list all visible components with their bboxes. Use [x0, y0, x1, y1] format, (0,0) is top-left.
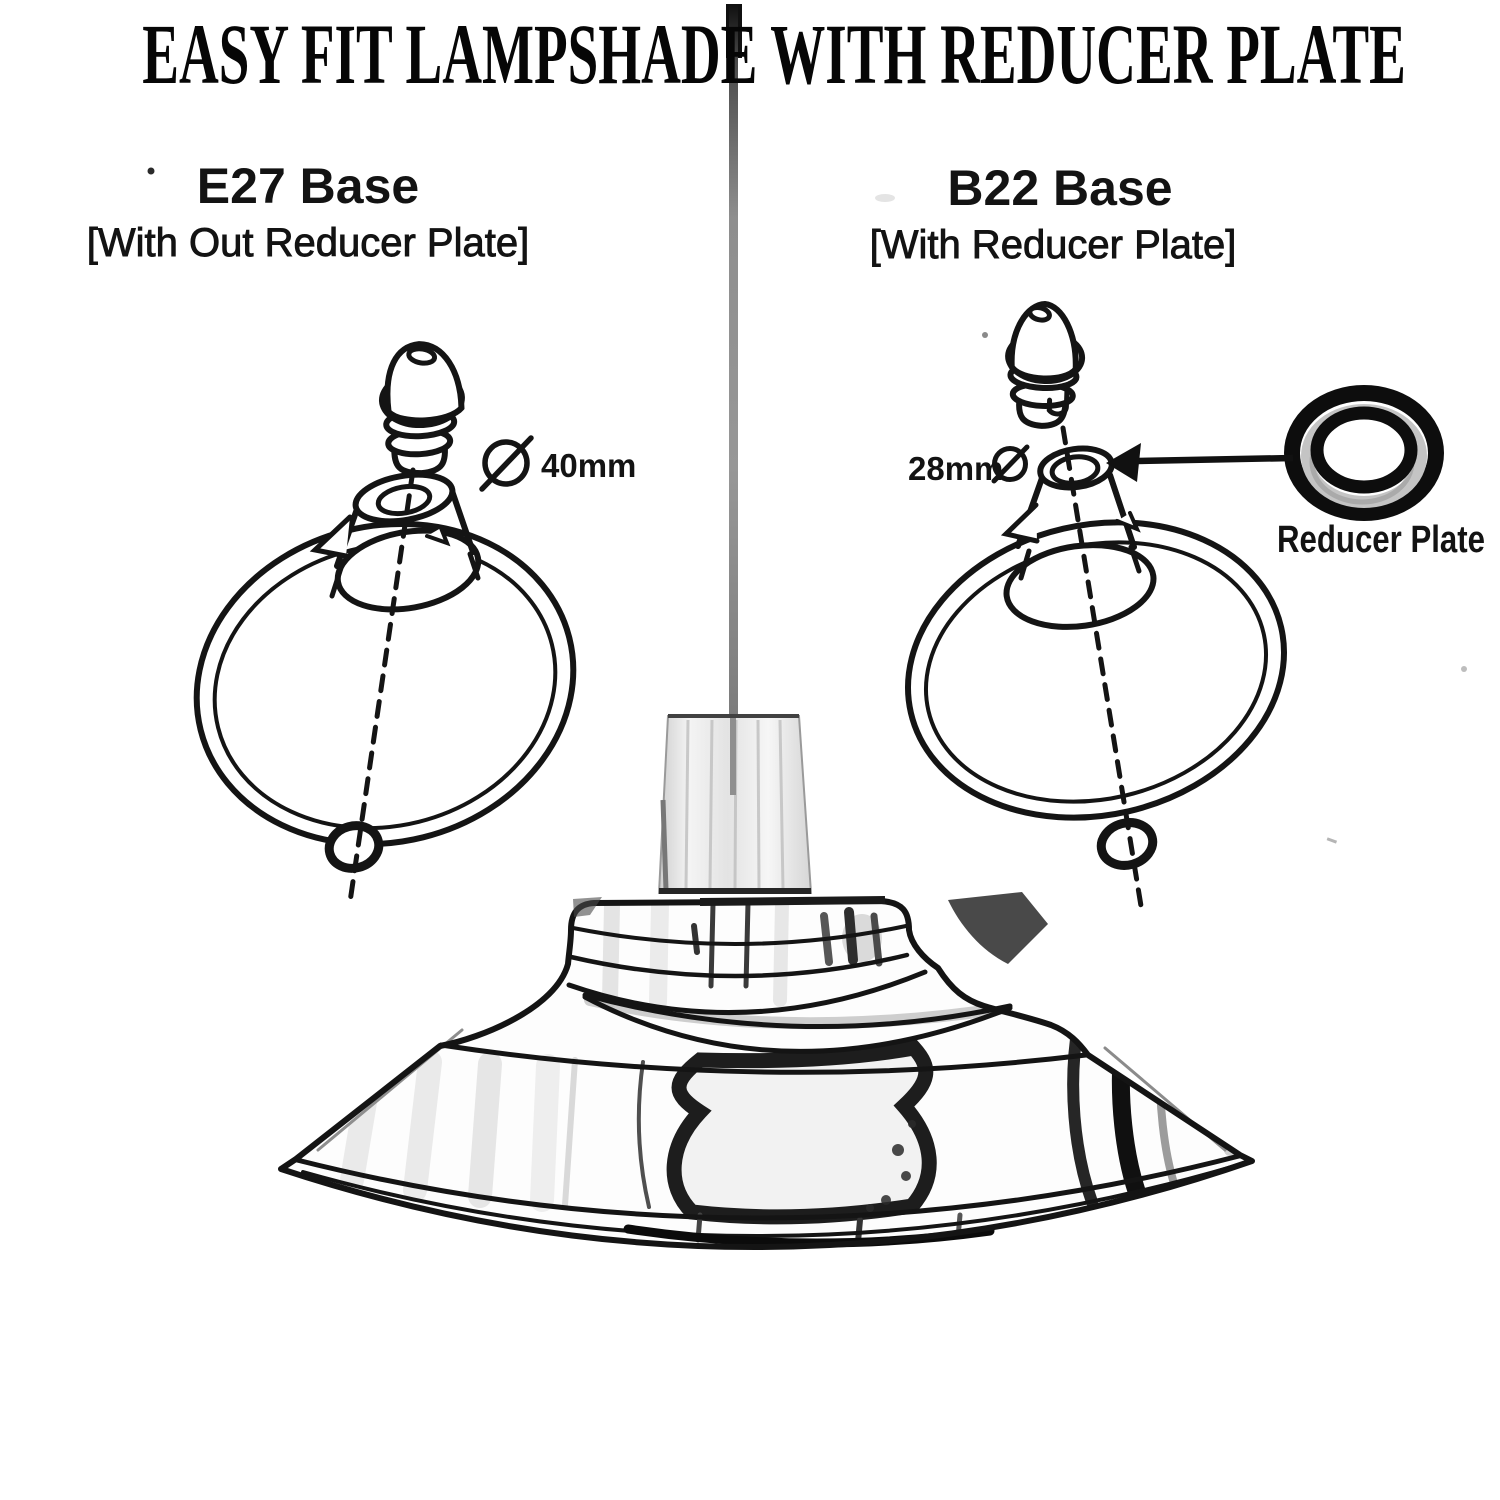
stray-dot — [982, 332, 988, 338]
locking-ring — [324, 821, 384, 873]
ink-smear-right — [948, 892, 1048, 964]
b22-shade-drawing — [905, 425, 1287, 909]
spring-clip-left — [309, 514, 353, 559]
arrowhead-icon — [1106, 443, 1141, 482]
center-axis-dashed — [1060, 425, 1144, 909]
pendant-cord — [726, 4, 742, 718]
e27-bulb-holder — [378, 341, 465, 484]
shade-center-boss — [1003, 542, 1157, 630]
holder-top-hole — [406, 346, 438, 366]
shade-outline — [278, 898, 1255, 1250]
page-title: EASY FIT LAMPSHADE WITH REDUCER PLATE — [142, 6, 1406, 102]
callout-arrow — [1106, 443, 1294, 482]
diameter-circle-slash-icon — [479, 435, 534, 492]
reducer-plate-callout: Reducer Plate — [1106, 385, 1485, 561]
e27-shade-drawing — [193, 467, 577, 905]
reducer-plate-label: Reducer Plate — [1277, 519, 1485, 561]
b22-diameter-label: 28mm — [908, 450, 1003, 487]
e27-diameter-annotation: 40mm — [479, 435, 636, 492]
holder-top-hole — [1027, 304, 1052, 323]
b22-subheading: [With Reducer Plate] — [870, 223, 1237, 267]
diameter-circle-slash-icon — [991, 444, 1030, 484]
e27-section: E27 Base [With Out Reducer Plate] 40mm — [86, 158, 636, 905]
fitter-hole-28mm — [1049, 454, 1101, 486]
spring-clip-left — [1000, 502, 1040, 544]
spring-clip-right — [425, 526, 451, 547]
bayonet-notch — [1046, 384, 1070, 417]
cord-line — [729, 4, 738, 718]
e27-diameter-label: 40mm — [541, 447, 636, 484]
reducer-plate-drawing — [1284, 385, 1444, 521]
center-axis-dashed — [347, 467, 416, 905]
shade-fitter-cone — [309, 471, 481, 599]
b22-heading: B22 Base — [947, 160, 1172, 216]
shade-top-edge — [699, 896, 886, 906]
cord-grip — [657, 714, 813, 894]
pendant-lampshade-drawing — [278, 714, 1255, 1250]
b22-diameter-annotation: 28mm — [908, 444, 1030, 487]
stray-dot — [147, 167, 155, 175]
ink-smear-left — [573, 897, 602, 917]
stray-specks — [1326, 666, 1467, 844]
e27-heading: E27 Base — [197, 158, 419, 214]
b22-bulb-holder — [1005, 300, 1086, 429]
shade-shading — [340, 901, 1236, 1245]
e27-subheading: [With Out Reducer Plate] — [87, 221, 529, 265]
b22-section: B22 Base [With Reducer Plate] 28mm — [869, 160, 1485, 909]
stray-smudge — [875, 194, 895, 202]
spring-clip-right — [1115, 511, 1141, 533]
